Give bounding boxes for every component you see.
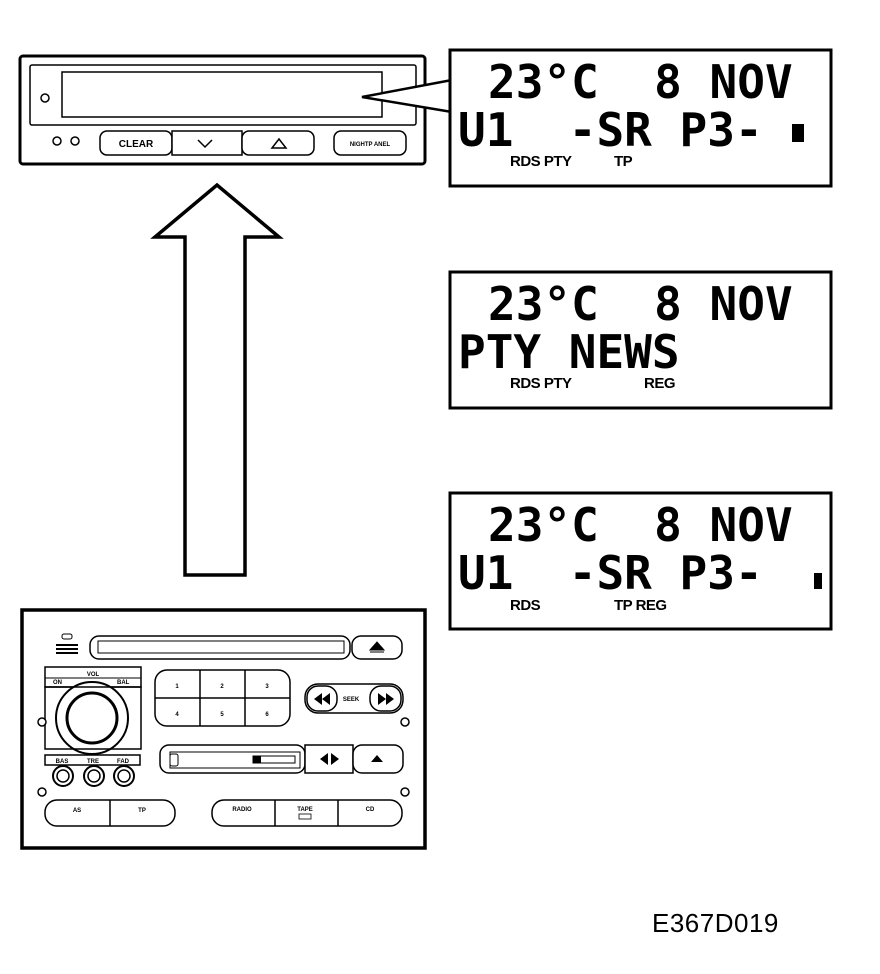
tape-eject-button[interactable] [352, 744, 404, 774]
treble-knob[interactable] [83, 765, 105, 787]
eject-icon [371, 755, 383, 762]
indicator-led-left [52, 136, 62, 146]
signal-strength-icon [814, 573, 822, 589]
preset-button-1[interactable]: 1 [175, 684, 179, 690]
preset-button-6[interactable]: 6 [265, 712, 269, 718]
screen-3-line-1: 23°C 8 NOV [488, 498, 793, 552]
night-panel-button-label: NIGHTP ANEL [350, 142, 391, 148]
screen-2-indicator-2: REG [644, 375, 675, 392]
screen-1-line-2: U1 -SR P3- [458, 103, 763, 157]
rewind-icon [314, 693, 330, 705]
cd-button[interactable]: CD [366, 807, 375, 813]
screen-2-line-1: 23°C 8 NOV [488, 277, 793, 331]
screen-3-indicator-1: RDS [510, 597, 541, 614]
mounting-hole [400, 787, 410, 797]
down-button[interactable] [171, 130, 243, 156]
signal-strength-icon [792, 124, 804, 142]
tape-direction-icon [320, 753, 339, 765]
bass-knob[interactable] [52, 765, 74, 787]
mounting-hole [400, 717, 410, 727]
screen-1-indicator-1: RDS PTY [510, 153, 572, 170]
indicator-led-right [70, 136, 80, 146]
as-label: AS [73, 808, 81, 814]
tape-button[interactable]: TAPE [297, 807, 313, 820]
preset-button-2[interactable]: 2 [220, 684, 224, 690]
eject-icon [368, 641, 386, 653]
vol-label: VOL [87, 672, 100, 678]
callout-pointer [361, 78, 453, 114]
fast-forward-icon [378, 693, 394, 705]
mounting-hole [37, 717, 47, 727]
on-label: ON [53, 680, 62, 686]
cd-label: CD [366, 807, 375, 813]
screen-3-indicator-2: TP REG [614, 597, 667, 614]
screen-1-line-1: 23°C 8 NOV [488, 55, 793, 109]
tape-direction-button[interactable] [304, 744, 354, 774]
clear-button[interactable]: CLEAR [99, 130, 173, 156]
up-arrow-icon [150, 182, 284, 577]
cd-indicator-led [61, 633, 73, 640]
preset-button-4[interactable]: 4 [175, 712, 179, 718]
lcd-screen-3: 23°C 8 NOV U1 -SR P3- RDS TP REG [448, 491, 833, 631]
clear-button-label: CLEAR [119, 139, 154, 150]
fader-knob[interactable] [113, 765, 135, 787]
radio-label: RADIO [232, 807, 252, 813]
lcd-screen-1: 23°C 8 NOV U1 -SR P3- RDS PTY TP [448, 48, 833, 188]
mounting-hole [37, 787, 47, 797]
up-button[interactable] [241, 130, 315, 156]
tre-label: TRE [87, 759, 99, 765]
tape-label: TAPE [297, 807, 313, 813]
dolby-mini-icon [298, 813, 312, 820]
radio-unit: ON VOL BAL BAS TRE FAD 1 2 3 4 5 [20, 608, 427, 850]
lcd-screen-2: 23°C 8 NOV PTY NEWS RDS PTY REG [448, 270, 833, 410]
fad-label: FAD [117, 759, 130, 765]
tp-button[interactable]: TP [138, 808, 146, 814]
disc-logo-icon [56, 644, 78, 654]
seek-back-button[interactable] [306, 685, 338, 712]
screen-2-indicator-1: RDS PTY [510, 375, 572, 392]
screen-2-line-2: PTY NEWS [458, 325, 680, 379]
preset-button-3[interactable]: 3 [265, 684, 269, 690]
figure-id: E367D019 [652, 908, 779, 938]
bas-label: BAS [56, 759, 69, 765]
light-sensor-icon [40, 93, 50, 103]
night-panel-button[interactable]: NIGHTP ANEL [333, 130, 407, 156]
screen-1-indicator-2: TP [614, 153, 633, 170]
preset-button-5[interactable]: 5 [220, 712, 224, 718]
triangle-up-icon [270, 137, 288, 149]
cd-eject-button[interactable] [351, 635, 403, 660]
seek-forward-button[interactable] [369, 685, 402, 712]
info-display-unit: CLEAR NIGHTP ANEL [18, 54, 427, 166]
tp-label: TP [138, 808, 146, 814]
radio-button[interactable]: RADIO [232, 807, 252, 813]
seek-label: SEEK [343, 697, 360, 703]
chevron-down-icon [197, 139, 213, 149]
screen-3-line-2: U1 -SR P3- [458, 546, 763, 600]
as-button[interactable]: AS [73, 808, 81, 814]
bal-label: BAL [117, 680, 130, 686]
